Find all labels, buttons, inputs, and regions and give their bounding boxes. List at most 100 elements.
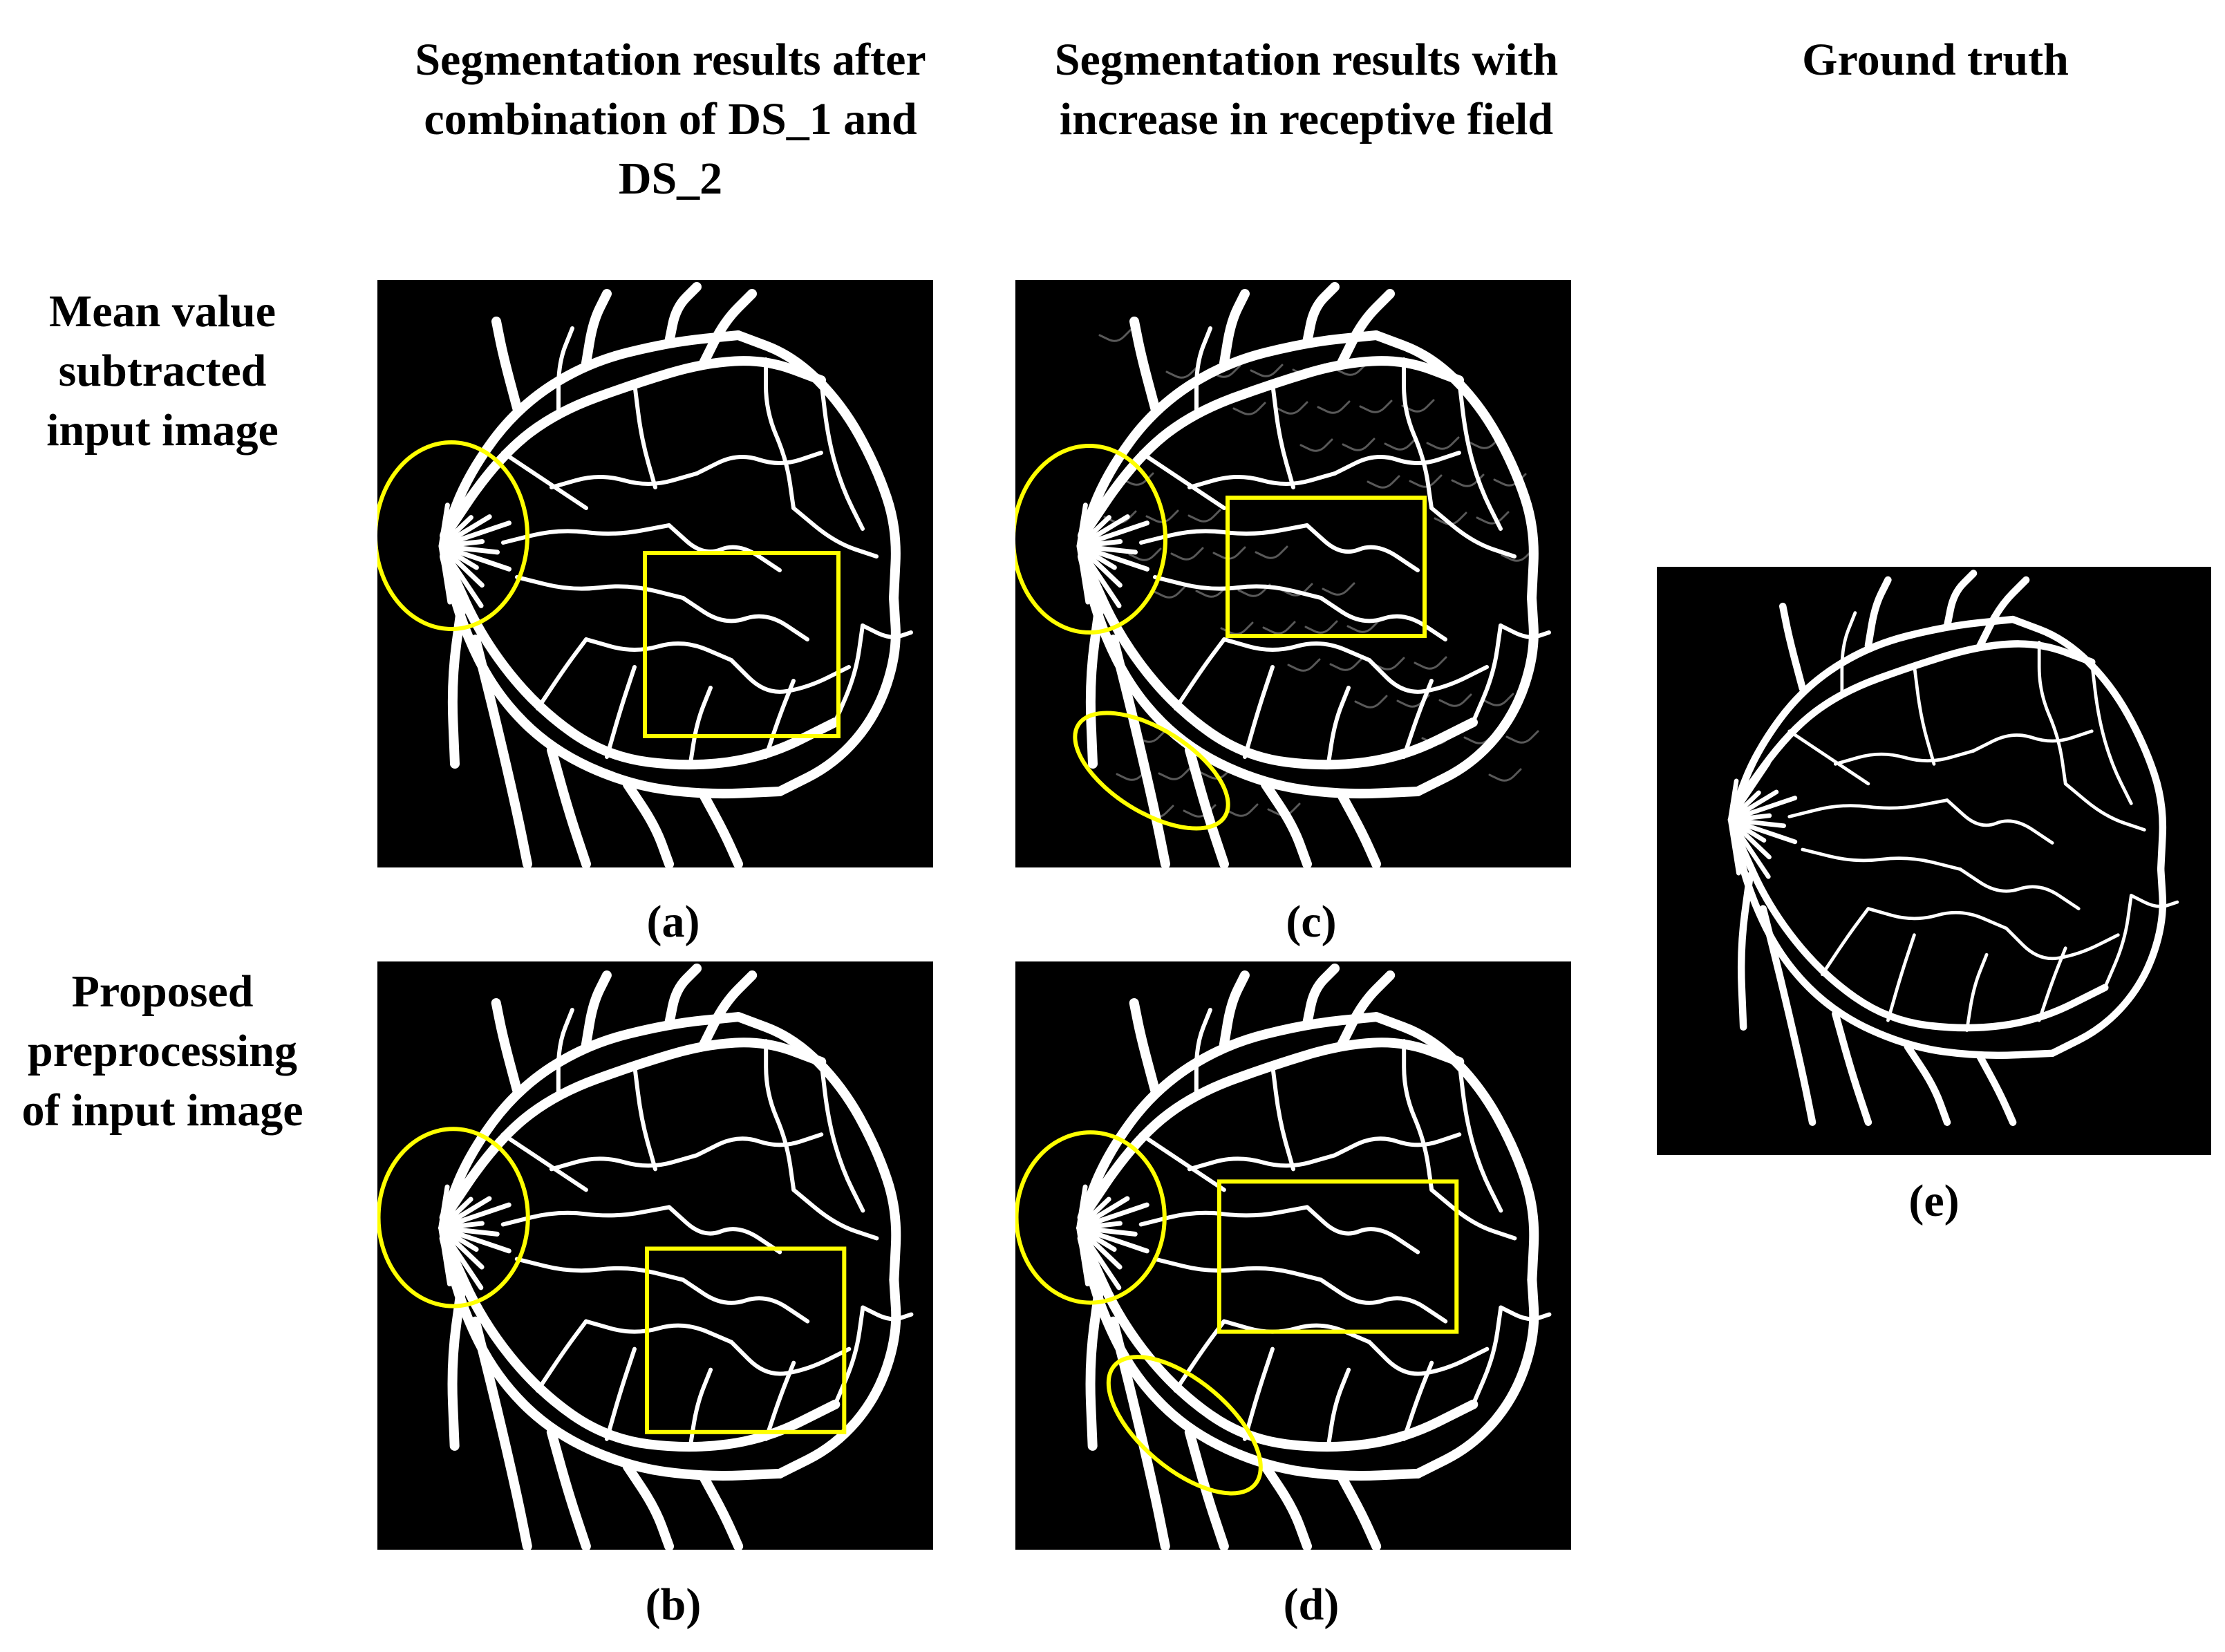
vessel-segment bbox=[1255, 545, 1288, 559]
caption-d: (d) bbox=[1283, 1579, 1340, 1630]
vessel-segment bbox=[1958, 867, 2081, 910]
vessel-segment bbox=[1913, 664, 1936, 766]
vessel-segment bbox=[664, 964, 702, 1029]
vessel-segment bbox=[695, 451, 823, 476]
vessel-segment bbox=[1864, 576, 1892, 650]
vessel-segment bbox=[1173, 1319, 1226, 1393]
vessel-segment bbox=[1128, 547, 1162, 561]
vessel-segment bbox=[1326, 686, 1351, 769]
vessel-segment bbox=[1139, 523, 1309, 545]
vessel-segment bbox=[1302, 964, 1340, 1029]
vessel-segment bbox=[1727, 817, 1741, 876]
vessel-segment bbox=[1153, 585, 1187, 599]
vessel-segment bbox=[667, 523, 782, 572]
vessel-segment bbox=[1371, 1012, 1539, 1285]
vessel-segment bbox=[1145, 509, 1179, 523]
row-label-mean-subtracted: Mean value subtracted input image bbox=[46, 286, 279, 456]
optic-disc-highlight-ellipse bbox=[1015, 1130, 1167, 1305]
vessel-segment bbox=[1832, 1010, 1872, 1126]
vessel-segment bbox=[2009, 615, 2167, 873]
vessel-segment bbox=[1078, 552, 1423, 799]
vessel-segment bbox=[1396, 694, 1430, 708]
vessel-segment bbox=[1270, 1063, 1296, 1172]
fine-vessel-highlight-box bbox=[1226, 496, 1427, 638]
vessel-segment bbox=[1153, 575, 1323, 600]
vessel-segment bbox=[1354, 695, 1388, 708]
vessel-segment bbox=[1384, 437, 1418, 451]
vessel-segment bbox=[1077, 1233, 1423, 1481]
panel-b-segmentation bbox=[377, 961, 933, 1550]
panel-a-segmentation bbox=[377, 280, 933, 867]
vessel-segment bbox=[1299, 438, 1333, 452]
vessel-segment bbox=[1219, 970, 1250, 1050]
vessel-segment bbox=[1322, 582, 1355, 596]
vessel-segment bbox=[1426, 436, 1460, 450]
vessel-segment bbox=[514, 1257, 686, 1282]
optic-disc-highlight-ellipse bbox=[1015, 444, 1167, 635]
vessel-segment bbox=[791, 506, 879, 559]
vessel-segment bbox=[1195, 584, 1229, 598]
vessel-segment bbox=[1287, 658, 1321, 672]
vessel-segment bbox=[775, 593, 901, 796]
vessel-segment bbox=[729, 1340, 852, 1376]
vessel-segment bbox=[1319, 1277, 1448, 1324]
vessel-segment bbox=[491, 998, 522, 1095]
vessel-segment bbox=[623, 780, 674, 867]
vessel-segment bbox=[1305, 523, 1420, 572]
vessel-segment bbox=[500, 1132, 588, 1192]
vessel-segment bbox=[1965, 952, 1989, 1032]
vessel-segment bbox=[1138, 1205, 1310, 1227]
vessel-segment bbox=[1488, 768, 1522, 782]
vessel-segment bbox=[1759, 905, 1816, 1126]
vessel-segment bbox=[550, 471, 699, 489]
vessel-segment bbox=[1085, 1282, 1105, 1451]
vessel-segment bbox=[1342, 438, 1376, 451]
vessel-segment bbox=[1359, 400, 1393, 413]
retina-vessel-image-b bbox=[377, 964, 914, 1550]
vessel-segment bbox=[438, 1225, 452, 1287]
vessel-segment bbox=[1185, 745, 1229, 867]
vessel-segment bbox=[1220, 621, 1254, 635]
vessel-segment bbox=[819, 378, 865, 531]
vessel-segment bbox=[1429, 1188, 1517, 1241]
vessel-segment bbox=[535, 1319, 588, 1393]
vessel-segment bbox=[1801, 847, 1962, 871]
vessel-segment bbox=[1081, 559, 1478, 770]
vessel-segment bbox=[729, 658, 851, 694]
vessel-segment bbox=[1413, 593, 1539, 796]
vessel-segment bbox=[1302, 282, 1340, 347]
vessel-segment bbox=[1779, 602, 1807, 693]
vessel-segment bbox=[1733, 832, 2109, 1032]
vessel-segment bbox=[1501, 548, 1534, 562]
vessel-segment bbox=[1943, 570, 1978, 630]
vessel-segment bbox=[764, 1360, 796, 1441]
vessel-segment bbox=[447, 600, 467, 769]
vessel-segment bbox=[549, 1153, 700, 1172]
vessel-segment bbox=[584, 637, 733, 662]
vessel-segment bbox=[1194, 1008, 1212, 1096]
panel-d-segmentation bbox=[1015, 961, 1571, 1550]
vessel-segment bbox=[1337, 1472, 1382, 1550]
vessel-segment bbox=[1886, 933, 1916, 1022]
vessel-segment bbox=[1187, 471, 1337, 489]
vessel-segment bbox=[581, 970, 612, 1050]
vessel-segment bbox=[1471, 1305, 1503, 1407]
vessel-segment bbox=[1152, 1257, 1324, 1282]
vessel-segment bbox=[1184, 1427, 1229, 1550]
lower-vessel-highlight-ellipse bbox=[1106, 1355, 1263, 1496]
vessel-segment bbox=[1904, 1043, 1951, 1126]
vessel-segment bbox=[688, 1367, 713, 1452]
column-header-combination: Segmentation results after combination o… bbox=[415, 35, 926, 204]
retina-vessel-image-c bbox=[1015, 282, 1551, 867]
vessel-segment bbox=[1139, 451, 1226, 510]
vessel-segment bbox=[1337, 289, 1395, 368]
vessel-segment bbox=[1333, 451, 1461, 476]
vessel-segment bbox=[632, 382, 657, 489]
vessel-segment bbox=[2048, 865, 2167, 1058]
vessel-segment bbox=[695, 1132, 824, 1158]
vessel-segment bbox=[500, 1205, 672, 1227]
vessel-segment bbox=[440, 552, 785, 799]
fine-vessel-highlight-box bbox=[1217, 1179, 1459, 1334]
vessel-segment bbox=[1346, 619, 1380, 633]
vessel-segment bbox=[2103, 894, 2133, 990]
